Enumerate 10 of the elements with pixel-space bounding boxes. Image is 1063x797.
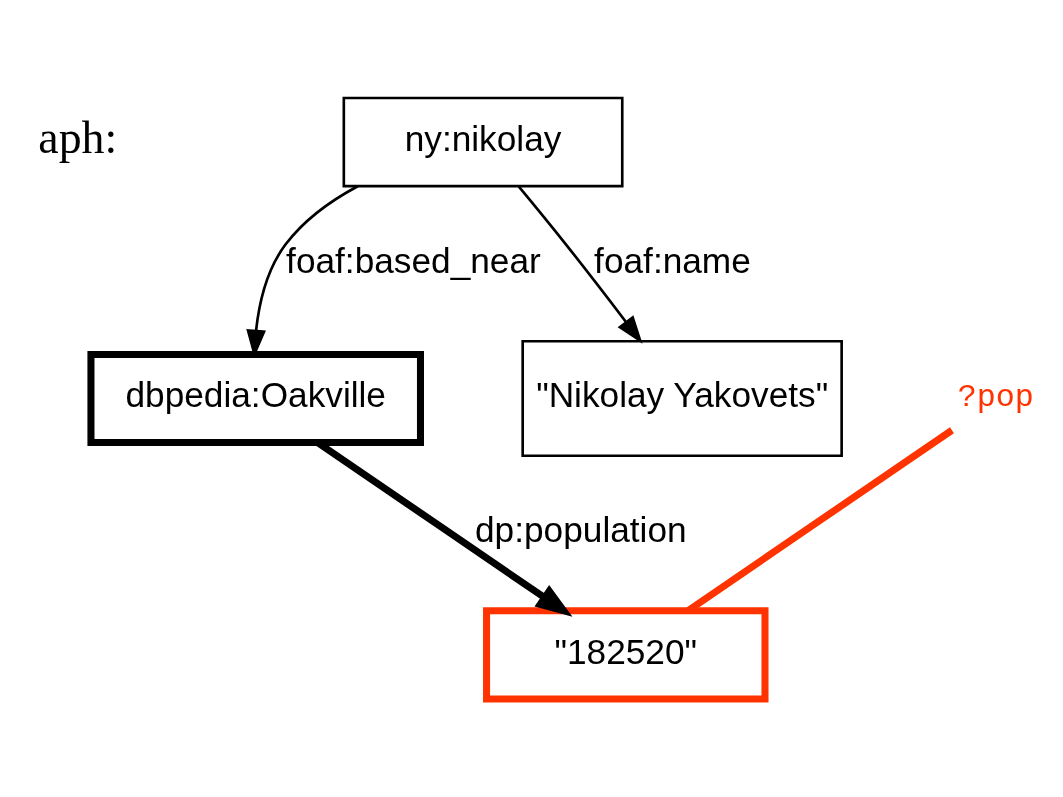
node-box: ny:nikolay [342, 96, 624, 188]
edge-label: foaf:name [594, 240, 751, 280]
node-box: "Nikolay Yakovets" [521, 339, 843, 458]
node-box: "182520" [483, 607, 769, 703]
label: aph: [38, 112, 118, 164]
node-text: ?pop [957, 380, 1034, 417]
edge-label: foaf:based_near [286, 240, 541, 280]
arrow [517, 185, 643, 344]
node-box: dbpedia:Oakville [87, 350, 424, 447]
edge-label: dp:population [475, 510, 687, 550]
